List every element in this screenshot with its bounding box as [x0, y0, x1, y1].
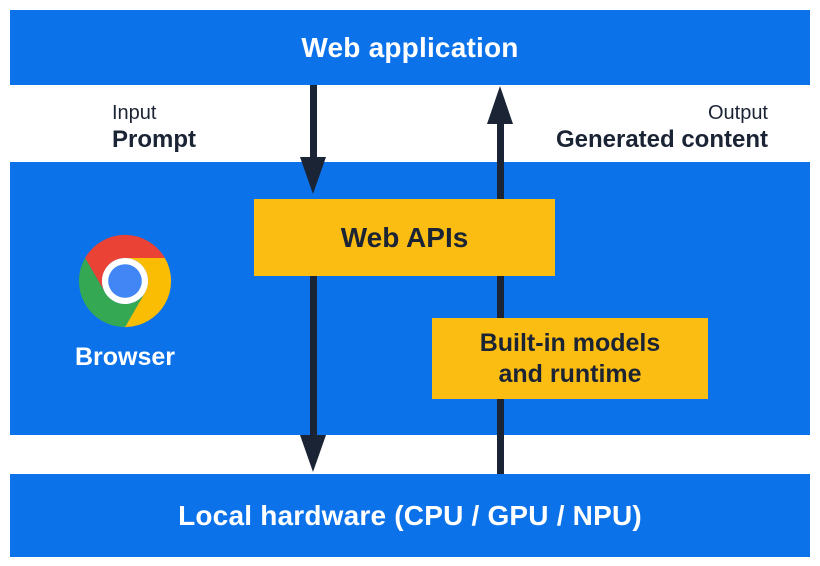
output-arrow-shaft	[497, 122, 504, 474]
output-value: Generated content	[555, 126, 768, 153]
builtin-models-label-line1: Built-in models	[479, 328, 661, 357]
web-apis-label: Web APIs	[340, 221, 469, 253]
input-arrow-shaft-bottom	[310, 276, 317, 437]
input-title: Input	[112, 102, 157, 124]
input-arrowhead-upper-icon	[300, 157, 326, 194]
input-value: Prompt	[112, 126, 196, 153]
local-hardware-label: Local hardware (CPU / GPU / NPU)	[178, 499, 642, 531]
web-application-bar: Web application	[10, 10, 810, 85]
chrome-logo-icon	[78, 234, 172, 328]
output-arrowhead-icon	[487, 86, 513, 124]
output-title: Output	[707, 102, 768, 124]
builtin-models-label-line2: and runtime	[498, 359, 642, 388]
browser-label: Browser	[74, 343, 176, 371]
input-label-group: Input Prompt	[112, 100, 196, 154]
input-arrowhead-lower-icon	[300, 435, 326, 472]
local-hardware-bar: Local hardware (CPU / GPU / NPU)	[10, 474, 810, 557]
output-label-group: Output Generated content	[556, 100, 768, 154]
input-arrow-shaft-top	[310, 85, 317, 163]
web-application-label: Web application	[301, 31, 519, 63]
builtin-models-box: Built-in models and runtime	[432, 318, 708, 399]
web-apis-box: Web APIs	[254, 199, 555, 276]
